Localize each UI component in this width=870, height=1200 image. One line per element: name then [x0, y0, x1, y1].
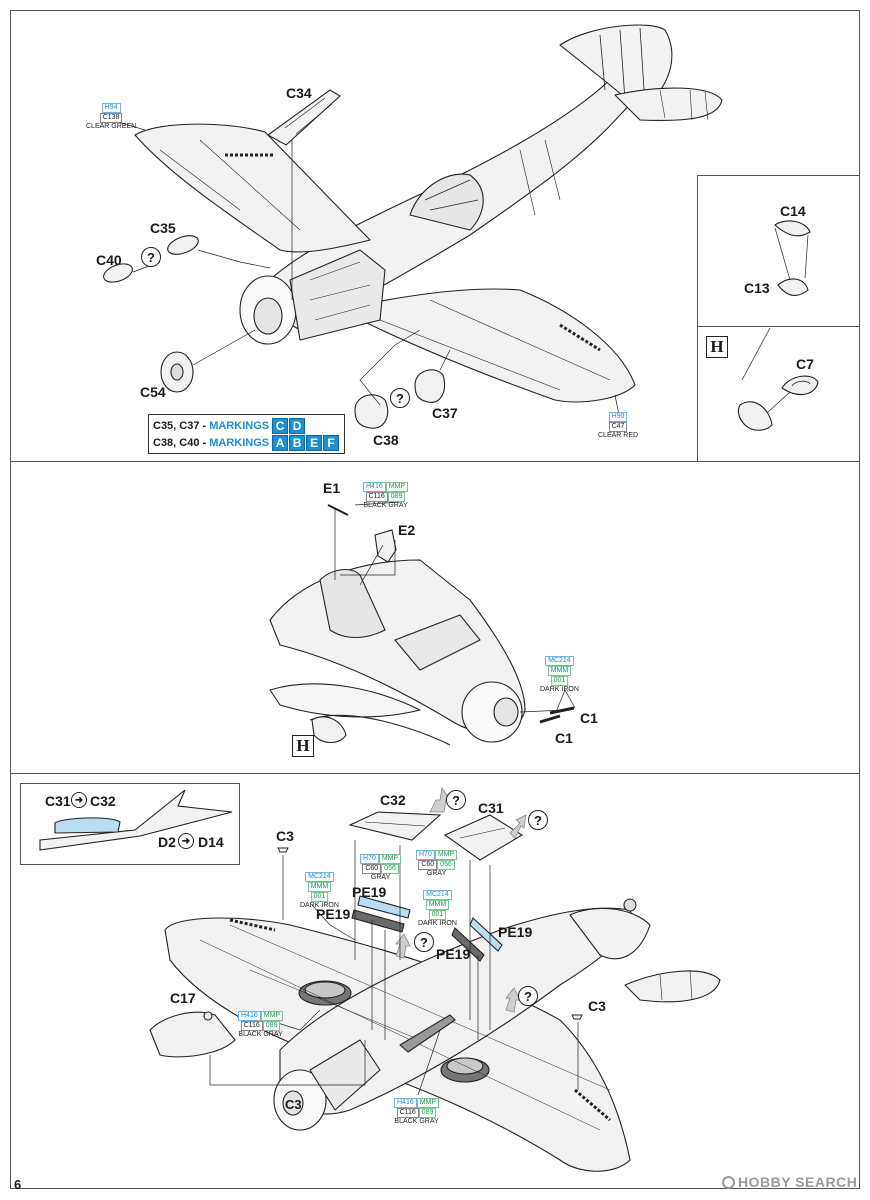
label-e2: E2: [398, 522, 416, 538]
label-c40: C40: [96, 252, 122, 268]
label-pe19-b: PE19: [316, 906, 351, 922]
part-c13: [777, 278, 809, 296]
label-d2-inset: D2: [158, 834, 176, 850]
part-c1-a: [549, 706, 575, 715]
label-c34: C34: [286, 85, 312, 101]
label-pe19-c: PE19: [498, 924, 533, 940]
replace-arrow-icon: ➜: [178, 833, 194, 849]
color-callout-clear-red: H90 C47 CLEAR RED: [598, 412, 639, 439]
pe19-b: [351, 909, 405, 933]
question-mark-icon: ?: [390, 388, 410, 408]
question-mark-icon: ?: [414, 932, 434, 952]
pe19-a: [357, 895, 411, 919]
question-mark-icon: ?: [528, 810, 548, 830]
color-callout-dark-iron-a: MC214 MMM 001 DARK IRON: [300, 872, 339, 909]
pe19-d: [451, 927, 485, 962]
step-3-inset-panel: [20, 783, 240, 865]
label-c7: C7: [796, 356, 814, 372]
page-number: 6: [14, 1177, 22, 1192]
part-c35: [167, 235, 199, 255]
part-c32: [348, 811, 442, 841]
marking-badge-b: B: [289, 434, 306, 451]
part-canopy-h2: [311, 716, 347, 744]
part-e2: [374, 529, 397, 563]
label-c3-right: C3: [588, 998, 606, 1014]
part-c17: [149, 1011, 236, 1058]
part-c31: [443, 814, 524, 861]
label-c1-a: C1: [580, 710, 598, 726]
watermark-logo-icon: [722, 1176, 735, 1189]
label-pe19-a: PE19: [352, 884, 387, 900]
h-symbol-icon: H: [706, 336, 728, 358]
label-c38: C38: [373, 432, 399, 448]
part-canopy-h: [737, 401, 773, 431]
color-callout-dark-iron-b: MC214 MMM 001 DARK IRON: [418, 890, 457, 927]
label-c1-b: C1: [555, 730, 573, 746]
question-mark-icon: ?: [446, 790, 466, 810]
step-3-panel: [10, 773, 860, 1189]
label-c3-engine: C3: [285, 1097, 302, 1112]
label-c35: C35: [150, 220, 176, 236]
label-c37: C37: [432, 405, 458, 421]
label-d14-inset: D14: [198, 834, 224, 850]
label-c3-top: C3: [276, 828, 294, 844]
step-2-fuselage: [269, 559, 526, 746]
label-pe19-d: PE19: [436, 946, 471, 962]
label-c32: C32: [380, 792, 406, 808]
color-callout-clear-green: H94 C138 CLEAR GREEN: [86, 103, 137, 130]
label-c31: C31: [478, 800, 504, 816]
label-e1: E1: [323, 480, 341, 496]
marking-badge-d: D: [289, 417, 306, 434]
watermark: HOBBY SEARCH: [722, 1174, 857, 1190]
label-c13: C13: [744, 280, 770, 296]
pe19-c: [469, 917, 503, 952]
label-c14: C14: [780, 203, 806, 219]
replace-arrow-icon: ➜: [71, 792, 87, 808]
label-c54: C54: [140, 384, 166, 400]
question-mark-icon: ?: [518, 986, 538, 1006]
part-c7: [781, 375, 819, 396]
marking-badge-c: C: [272, 417, 289, 434]
label-c17: C17: [170, 990, 196, 1006]
markings-box: C35, C37 - MARKINGS C D C38, C40 - MARKI…: [148, 414, 346, 454]
marking-badge-e: E: [306, 434, 323, 451]
label-c31-inset: C31: [45, 793, 71, 809]
part-e1: [327, 504, 349, 516]
part-c40: [103, 263, 133, 283]
part-c37: [414, 369, 446, 403]
color-callout-dark-iron: MC214 MMM 001 DARK IRON: [540, 656, 579, 693]
part-c1-b: [539, 714, 561, 724]
part-c14: [774, 220, 811, 237]
question-mark-icon: ?: [141, 247, 161, 267]
marking-badge-f: F: [323, 434, 340, 451]
part-c38: [354, 394, 389, 429]
h-symbol-icon: H: [292, 735, 314, 757]
marking-badge-a: A: [272, 434, 289, 451]
part-c34: [266, 89, 341, 146]
step-1-aircraft: [134, 24, 723, 403]
label-c32-inset: C32: [90, 793, 116, 809]
